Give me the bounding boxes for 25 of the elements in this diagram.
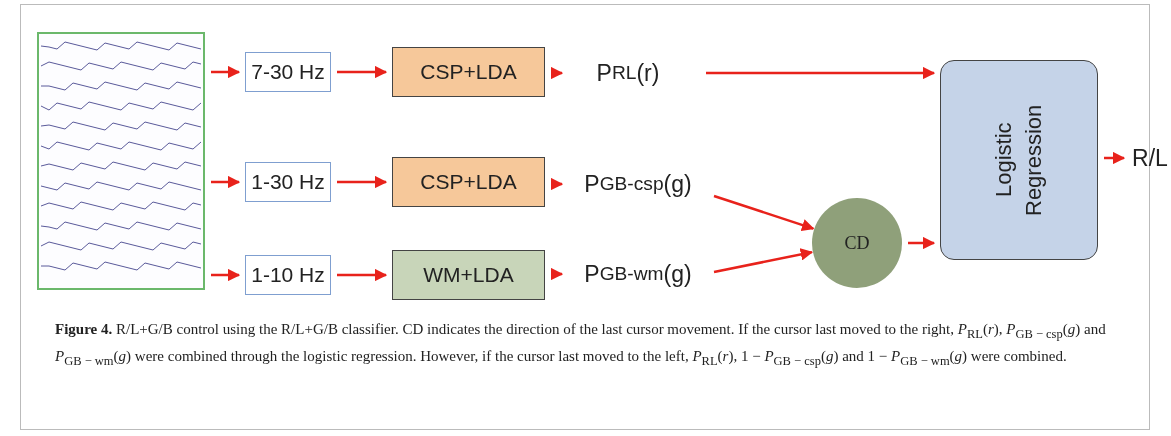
filter-box: 7-30 Hz bbox=[245, 52, 331, 92]
picture bbox=[37, 32, 205, 290]
arrow bbox=[706, 66, 936, 80]
arrow bbox=[550, 177, 564, 191]
decision-circle: CD bbox=[812, 198, 902, 288]
filter-box: 1-30 Hz bbox=[245, 162, 331, 202]
arrow bbox=[713, 194, 815, 232]
filter-box: 1-10 Hz bbox=[245, 255, 331, 295]
process-box: CSP+LDA bbox=[392, 47, 545, 97]
arrow bbox=[337, 175, 388, 189]
process-box: CSP+LDA bbox=[392, 157, 545, 207]
arrow bbox=[1104, 151, 1126, 165]
arrow bbox=[550, 66, 564, 80]
arrow bbox=[337, 65, 388, 79]
figure-caption: Figure 4. R/L+G/B control using the R/L+G/B classifier. CD indicates the direction of the last cursor movement. If the cursor last moved to the right, P$_{RL}$(r), P$_{GB − csp}$(g) and P$_{GB − wm}$(g) were combined through the logistic regression. However, if the cursor last moved to the left, P$_{RL}$(r), 1 − P$_{GB − csp}$(g) and 1 − P$_{GB − wm}$(g) were combined. bbox=[55, 320, 1107, 370]
arrow bbox=[550, 267, 564, 281]
arrow bbox=[337, 268, 388, 282]
arrow bbox=[211, 175, 241, 189]
arrow bbox=[908, 236, 936, 250]
output-label: R/L bbox=[1130, 140, 1170, 176]
process-box: WM+LDA bbox=[392, 250, 545, 300]
process-box: Logistic Regression bbox=[940, 60, 1098, 260]
arrow bbox=[713, 248, 814, 274]
arrow bbox=[211, 268, 241, 282]
arrow bbox=[211, 65, 241, 79]
